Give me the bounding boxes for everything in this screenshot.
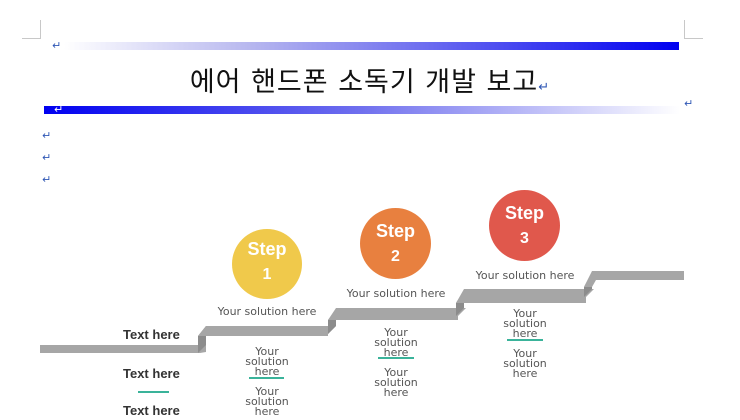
col-1-solution-a: Your solution here bbox=[245, 345, 289, 378]
col-3-divider bbox=[507, 339, 543, 341]
stair-step-2 bbox=[328, 308, 466, 320]
page-corner-top-left bbox=[22, 20, 41, 39]
col-3-solution-b: Your solution here bbox=[503, 347, 547, 380]
step-1-number: 1 bbox=[262, 266, 272, 283]
step-2-label: Step bbox=[375, 221, 415, 241]
col-1-solution-b: Your solution here bbox=[245, 385, 289, 418]
step-2-number: 2 bbox=[391, 248, 400, 265]
col-3-solution-a: Your solution here bbox=[503, 307, 547, 340]
paragraph-mark: ↵ bbox=[42, 173, 52, 186]
paragraph-mark: ↵ bbox=[538, 80, 551, 95]
step-3-number: 3 bbox=[520, 230, 529, 247]
step-1-solution: Your solution here bbox=[217, 305, 317, 318]
left-text-1: Text here bbox=[123, 327, 180, 342]
col-1-divider bbox=[249, 377, 284, 379]
stair-step-3 bbox=[456, 289, 594, 303]
step-2-badge: Step 2 bbox=[360, 208, 431, 279]
step-3-solution: Your solution here bbox=[475, 269, 575, 282]
stair-step-1 bbox=[198, 326, 336, 336]
paragraph-mark: ↵ bbox=[52, 39, 62, 52]
document-title[interactable]: 에어 핸드폰 소독기 개발 보고↵ bbox=[0, 60, 740, 99]
header-gradient-bar-bottom bbox=[44, 106, 680, 114]
step-3-badge: Step 3 bbox=[489, 190, 560, 261]
col-2-solution-b: Your solution here bbox=[374, 366, 418, 399]
step-1-label: Step bbox=[247, 239, 287, 259]
document-title-text: 에어 핸드폰 소독기 개발 보고 bbox=[189, 67, 539, 98]
stair-step-0 bbox=[40, 343, 206, 353]
paragraph-mark: ↵ bbox=[684, 97, 694, 110]
left-text-2: Text here bbox=[123, 366, 180, 381]
step-3-label: Step bbox=[504, 203, 544, 223]
paragraph-mark: ↵ bbox=[54, 103, 64, 116]
col-2-divider bbox=[378, 357, 414, 359]
header-gradient-bar-top bbox=[64, 42, 679, 50]
stair-step-4 bbox=[584, 271, 684, 287]
page-corner-top-right bbox=[684, 20, 703, 39]
step-1-badge: Step 1 bbox=[232, 229, 302, 299]
step-2-solution: Your solution here bbox=[346, 287, 446, 300]
left-divider bbox=[138, 391, 169, 393]
left-text-3: Text here bbox=[123, 403, 180, 418]
paragraph-mark: ↵ bbox=[42, 129, 52, 142]
paragraph-mark: ↵ bbox=[42, 151, 52, 164]
col-2-solution-a: Your solution here bbox=[374, 326, 418, 359]
